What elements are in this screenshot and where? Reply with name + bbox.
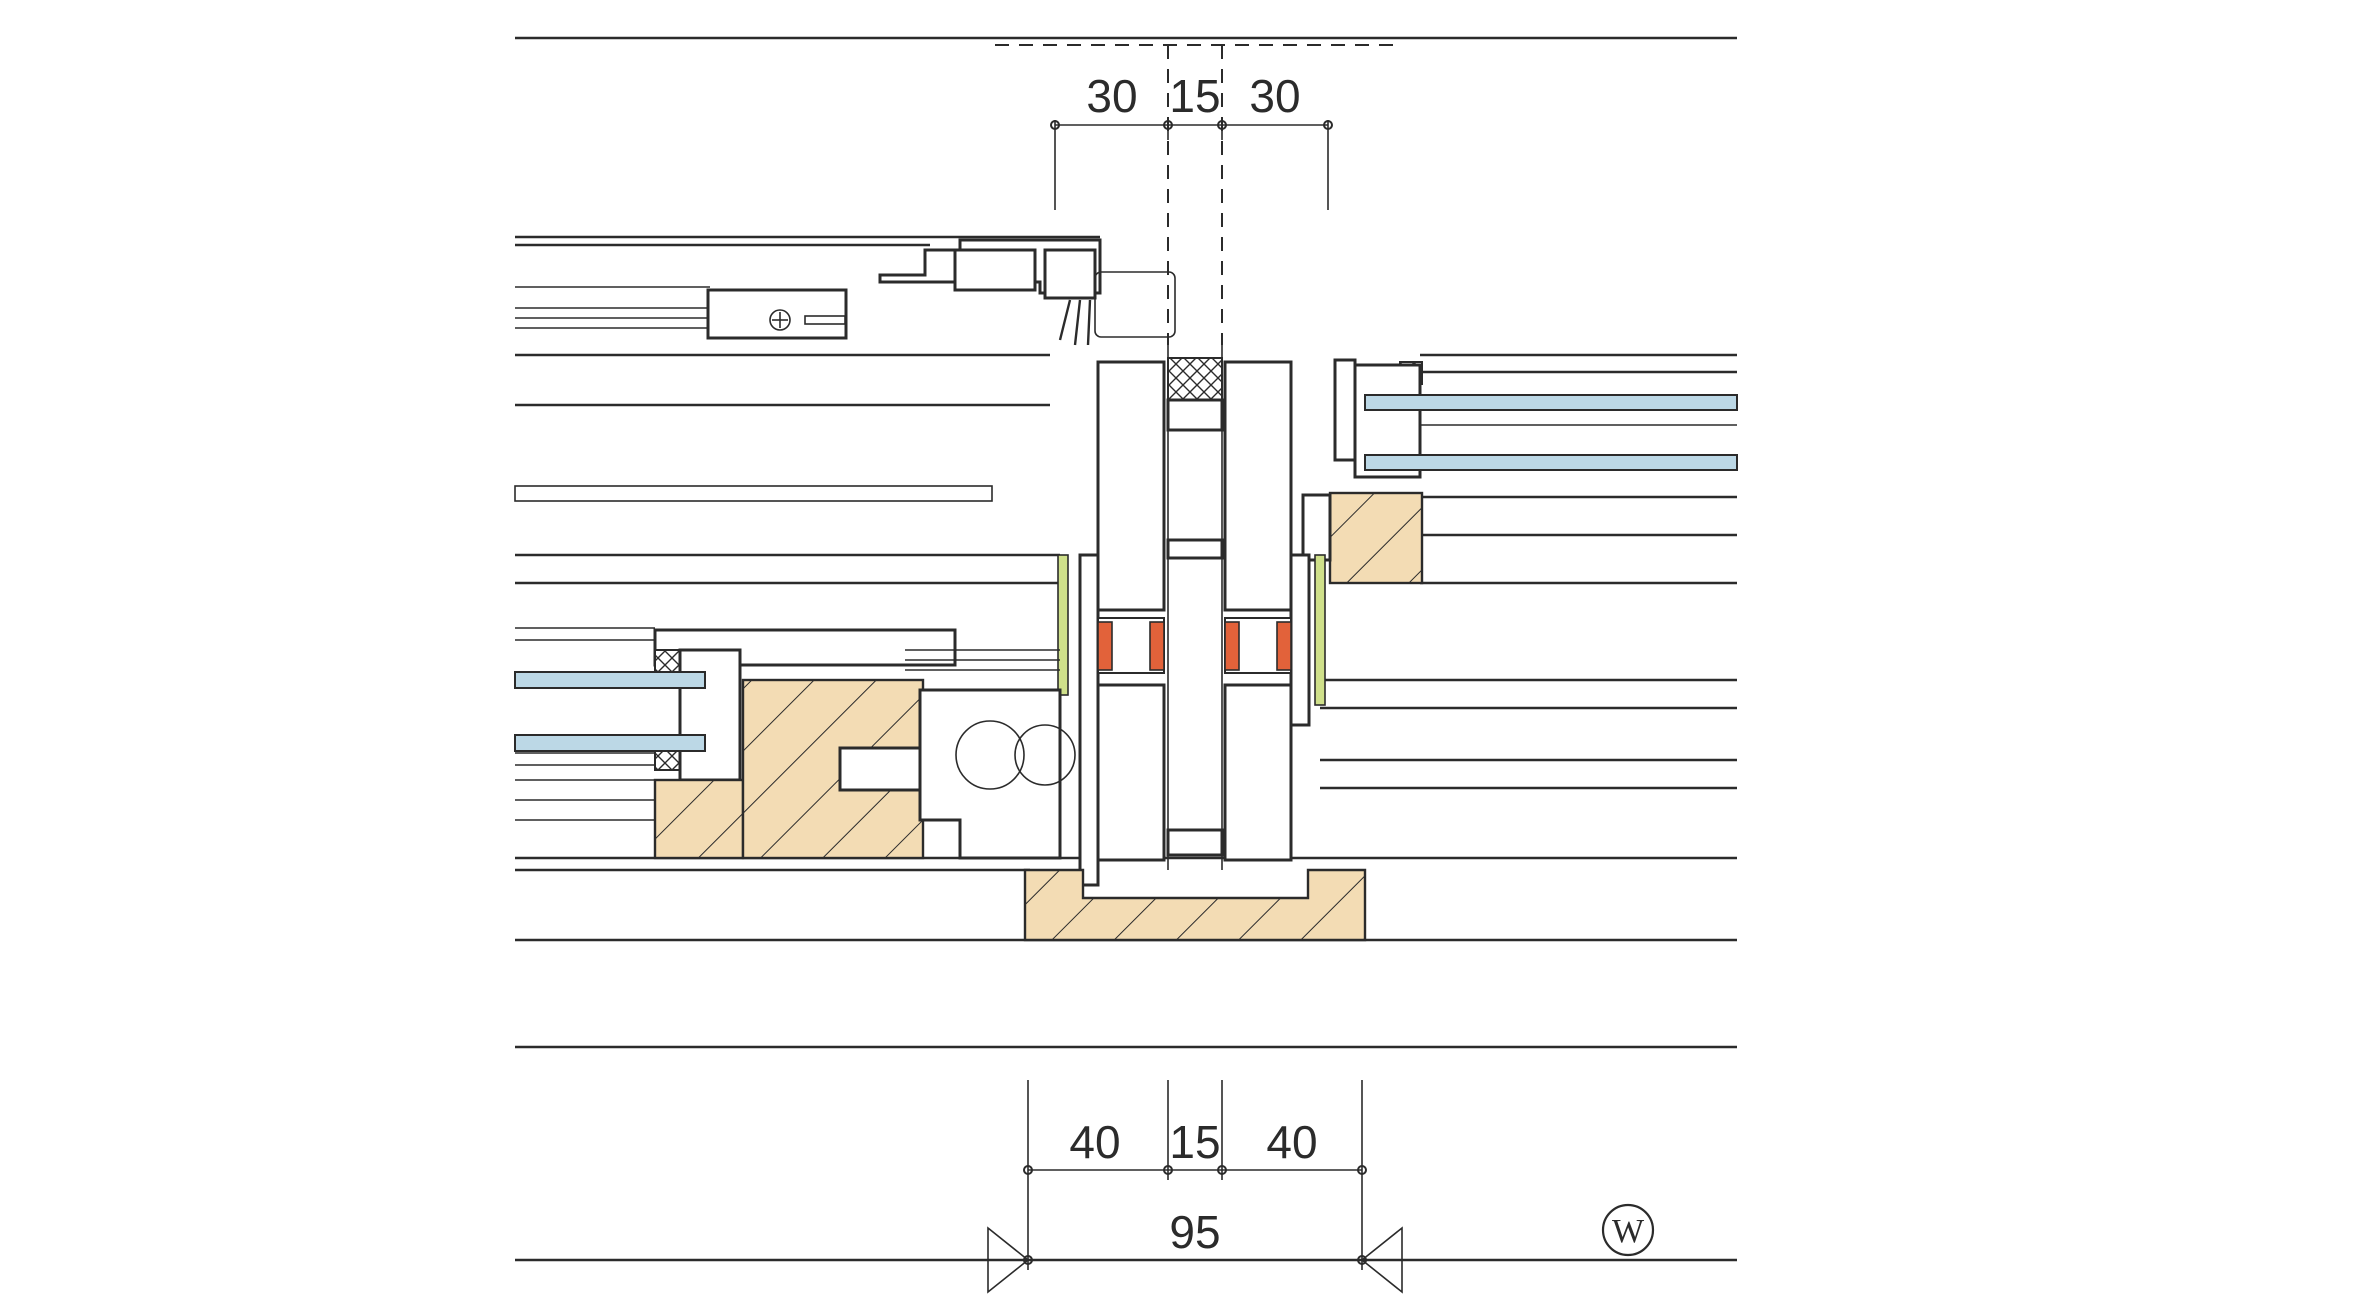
overall-dimension: 95 [1169,1206,1220,1258]
top-dimension-left: 30 [1086,70,1137,122]
bottom-dimension-right: 40 [1266,1116,1317,1168]
top-dimension-right: 30 [1249,70,1300,122]
level-marker-left [987,1226,1030,1294]
bottom-dimension-chain: 40 15 40 95 [987,1080,1403,1294]
w-symbol: W [1601,1203,1655,1257]
bottom-dimension-left: 40 [1069,1116,1120,1168]
top-dimension-chain: 30 15 30 [1050,70,1333,210]
sill-block [1023,868,1367,942]
track-assembly [706,238,1176,346]
top-dimension-center: 15 [1169,70,1220,122]
level-marker-right [1360,1226,1403,1294]
left-sash [514,628,1076,860]
joint-centerlines [995,44,1400,870]
w-symbol-label: W [1612,1213,1645,1250]
bottom-dimension-center: 15 [1169,1116,1220,1168]
right-sash [1301,358,1738,585]
mullion-profiles [1057,357,1326,887]
